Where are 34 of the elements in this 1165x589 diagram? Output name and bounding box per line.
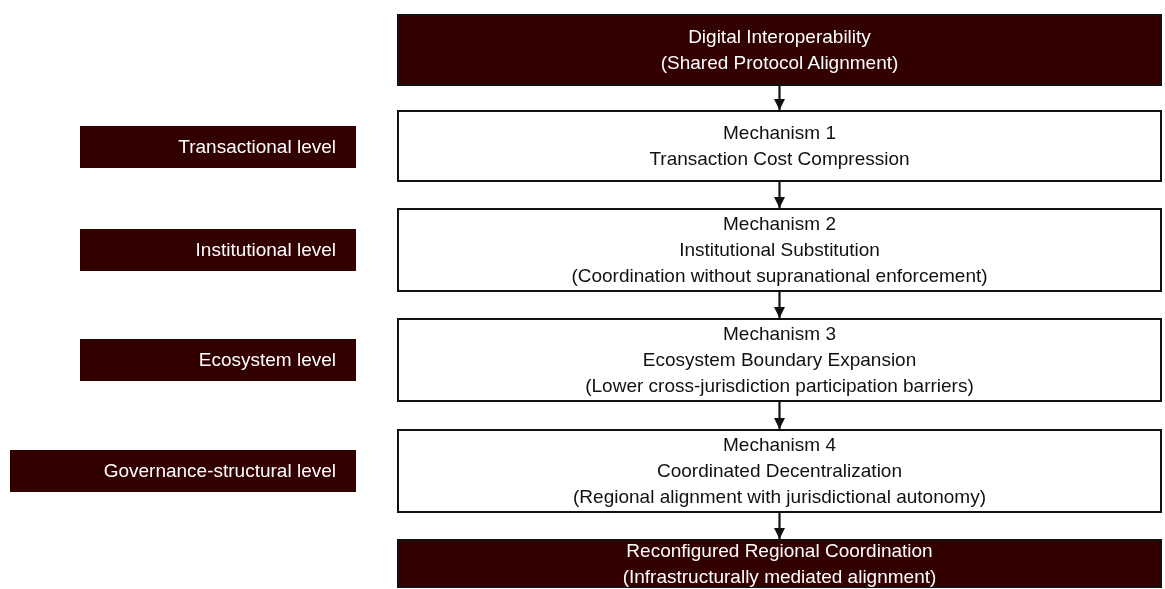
mechanism-box: [397, 318, 1162, 402]
arrow: [774, 513, 785, 539]
box-heading: Mechanism 3: [723, 322, 836, 346]
level-tag: [10, 450, 356, 492]
level-tag: [80, 339, 356, 381]
arrow: [774, 402, 785, 429]
box-heading: Mechanism 4: [723, 433, 836, 457]
mechanism-box: [397, 429, 1162, 513]
box-text: Coordinated Decentralization: [656, 459, 902, 483]
mechanism-box: [397, 110, 1162, 182]
box-heading: Reconfigured Regional Coordination: [626, 538, 933, 563]
box-heading: Mechanism 1: [723, 121, 836, 145]
arrow: [774, 182, 785, 208]
level-tag: [80, 126, 356, 168]
box-text: Governance-structural level: [103, 459, 336, 483]
box-text: (Regional alignment with jurisdictional autonomy): [573, 485, 986, 509]
box-text: Transactional level: [178, 135, 336, 159]
level-tag: [80, 229, 356, 271]
box-text: Ecosystem level: [198, 348, 336, 372]
stage-box: [397, 14, 1162, 86]
box-text: (Coordination without supranational enforcement): [571, 264, 988, 288]
box-heading: Digital Interoperability: [688, 25, 871, 49]
box-heading: Mechanism 2: [723, 212, 836, 236]
box-text: (Lower cross-jurisdiction participation barriers): [585, 374, 974, 398]
box-text: (Infrastructurally mediated alignment): [622, 564, 937, 589]
stage-box: [397, 539, 1162, 588]
box-text: Transaction Cost Compression: [649, 147, 910, 171]
box-text: Institutional level: [195, 238, 336, 262]
box-text: Institutional Substitution: [679, 238, 880, 262]
box-text: Ecosystem Boundary Expansion: [642, 348, 917, 372]
box-text: (Shared Protocol Alignment): [660, 51, 899, 75]
mechanism-box: [397, 208, 1162, 292]
arrow: [774, 86, 785, 110]
arrow: [774, 292, 785, 318]
